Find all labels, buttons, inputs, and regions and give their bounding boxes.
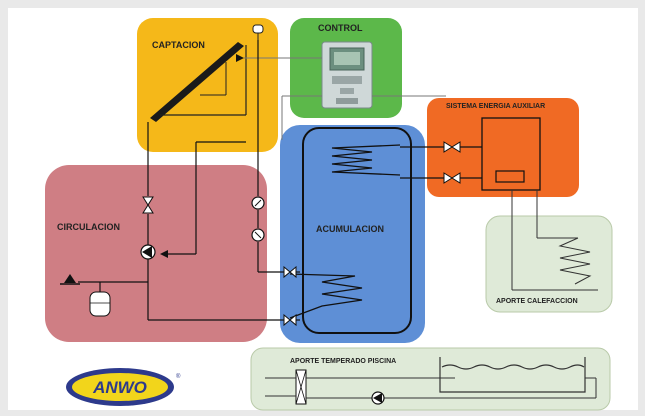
label-circulacion: CIRCULACION bbox=[57, 222, 120, 232]
label-control: CONTROL bbox=[318, 23, 363, 33]
anwo-logo: ANWO ® bbox=[66, 368, 181, 406]
valve-icon bbox=[283, 313, 297, 327]
block-captacion: CAPTACION bbox=[137, 18, 278, 152]
control-wiring bbox=[244, 57, 446, 140]
swimming-pool-icon bbox=[439, 357, 586, 393]
pool-pump-icon bbox=[371, 391, 385, 405]
block-aporte-calefaccion: APORTE CALEFACCION bbox=[485, 215, 613, 313]
valve-icon bbox=[443, 172, 461, 184]
air-purger-icon bbox=[252, 24, 264, 40]
flow-arrow-icon bbox=[236, 54, 244, 62]
label-captacion: CAPTACION bbox=[152, 40, 205, 50]
lower-heat-exchanger-coil bbox=[289, 273, 363, 319]
solar-collector-icon bbox=[150, 42, 247, 122]
logo-registered-mark: ® bbox=[176, 373, 181, 380]
expansion-vessel-icon bbox=[89, 291, 111, 317]
label-aporte-calefaccion: APORTE CALEFACCION bbox=[496, 298, 578, 305]
label-sistema-energia-auxiliar: SISTEMA ENERGIA AUXILIAR bbox=[446, 103, 545, 110]
valve-icon bbox=[283, 265, 297, 279]
upper-heat-exchanger-coil bbox=[331, 144, 401, 176]
block-sistema-energia-auxiliar: SISTEMA ENERGIA AUXILIAR bbox=[427, 98, 579, 197]
radiator-coil-icon bbox=[558, 237, 592, 285]
pool-pipes bbox=[265, 377, 597, 399]
block-circulacion: CIRCULACION bbox=[45, 165, 267, 342]
heating-pipes bbox=[511, 190, 598, 291]
label-aporte-temperado-piscina: APORTE TEMPERADO PISCINA bbox=[290, 358, 396, 365]
valve-icon bbox=[142, 196, 154, 214]
storage-tank bbox=[302, 127, 412, 334]
auxiliary-boiler bbox=[481, 117, 541, 191]
pressure-gauge-icon bbox=[251, 196, 265, 210]
label-acumulacion: ACUMULACION bbox=[316, 224, 384, 234]
block-aporte-temperado-piscina: APORTE TEMPERADO PISCINA bbox=[250, 347, 611, 411]
circulation-pump-icon bbox=[140, 244, 156, 260]
thermometer-gauge-icon bbox=[251, 228, 265, 242]
solar-circuit-pipes bbox=[78, 40, 300, 321]
pool-heat-exchanger-icon bbox=[295, 369, 307, 405]
solar-controller-icon bbox=[321, 41, 373, 109]
safety-valve-icon bbox=[60, 274, 80, 285]
logo-text: ANWO bbox=[92, 378, 147, 397]
aux-pipes bbox=[400, 146, 482, 179]
block-acumulacion: ACUMULACION bbox=[280, 125, 425, 343]
flow-arrow-icon bbox=[160, 250, 168, 258]
